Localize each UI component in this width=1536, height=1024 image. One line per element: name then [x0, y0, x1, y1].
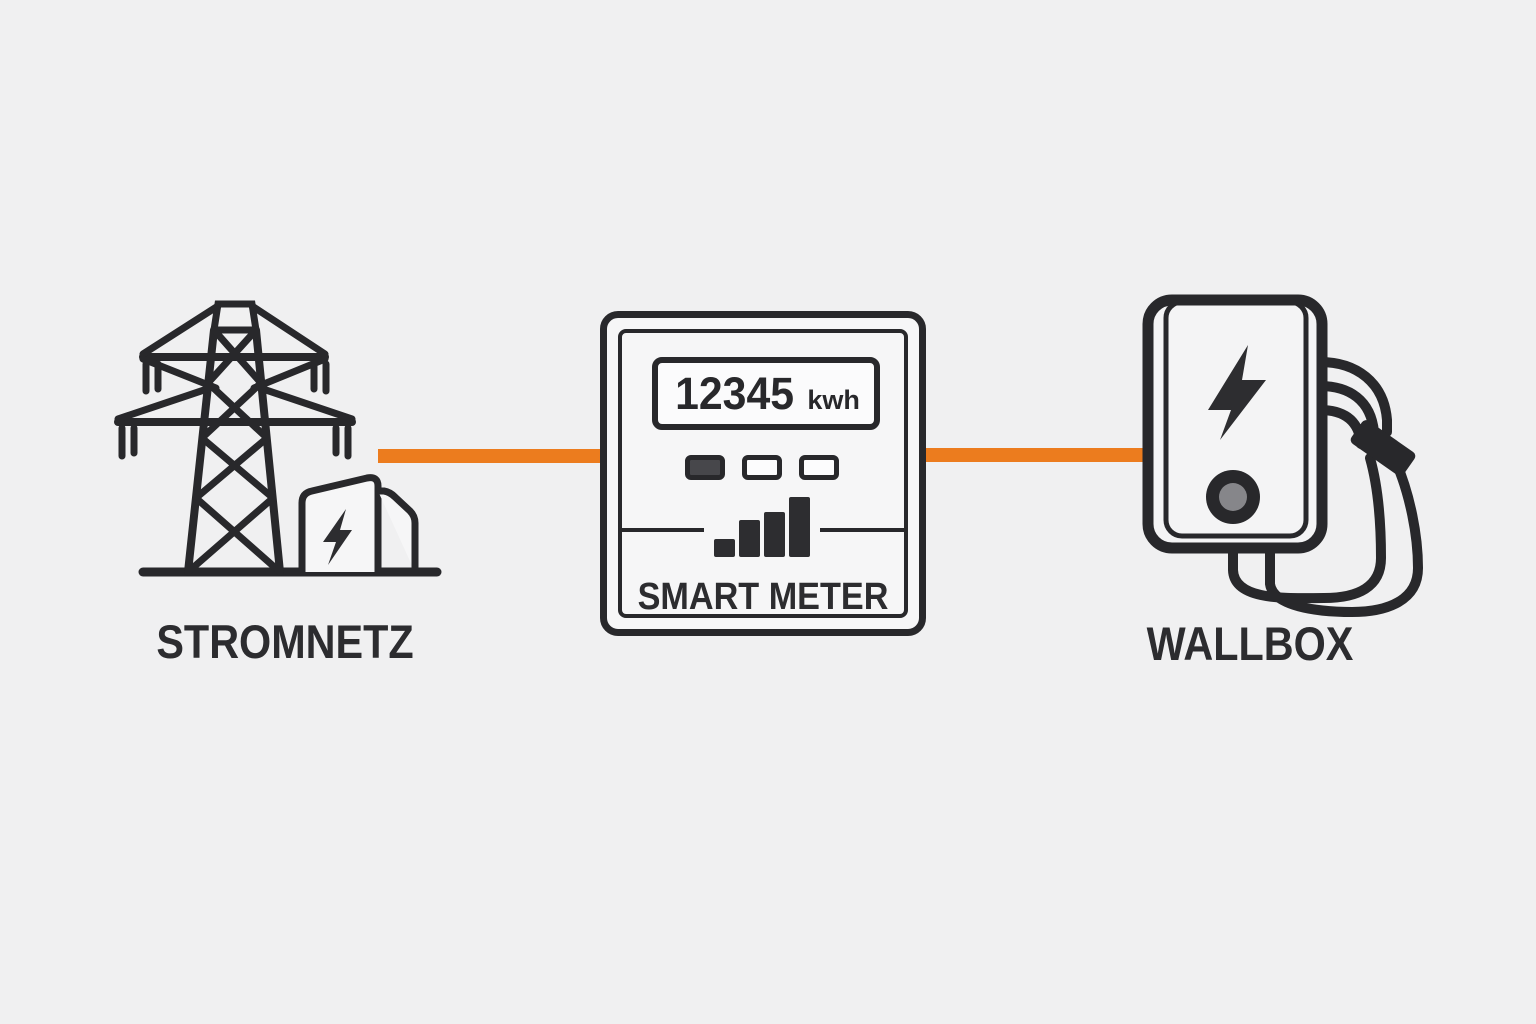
lightning-bolt-icon	[1208, 345, 1266, 440]
charging-cable-icon	[1228, 357, 1424, 618]
meter-indicator-lights	[685, 455, 839, 480]
signal-bar-3	[764, 512, 785, 557]
smart-meter-label: SMART METER	[637, 576, 889, 618]
stromnetz-label: STROMNETZ	[156, 614, 414, 668]
stromnetz-node	[114, 288, 450, 578]
wallbox-label: WALLBOX	[1146, 616, 1354, 670]
indicator-light-active	[685, 455, 725, 480]
cable-connector-grip	[1350, 420, 1416, 476]
smart-meter-node: 12345 kwh SMART METER	[600, 311, 926, 636]
meter-reading-value: 12345	[675, 368, 795, 419]
smart-meter-inner-frame	[618, 329, 908, 618]
ev-wallbox-icon	[1142, 294, 1424, 618]
wallbox-node	[1130, 290, 1460, 620]
signal-bar-1	[714, 539, 735, 557]
indicator-light	[799, 455, 839, 480]
signal-bar-2	[739, 520, 760, 557]
meter-reading-unit: kwh	[807, 385, 860, 415]
substation-building-icon	[298, 474, 419, 576]
indicator-light	[742, 455, 782, 480]
wallbox-inner-frame	[1163, 299, 1309, 539]
signal-bars-icon	[704, 497, 820, 557]
lightning-bolt-icon	[323, 509, 352, 565]
transmission-tower-icon	[114, 300, 442, 577]
meter-display: 12345 kwh	[652, 357, 880, 430]
signal-bar-4	[789, 497, 810, 557]
connection-meter-to-wallbox	[925, 448, 1150, 462]
connection-grid-to-meter	[378, 449, 600, 463]
